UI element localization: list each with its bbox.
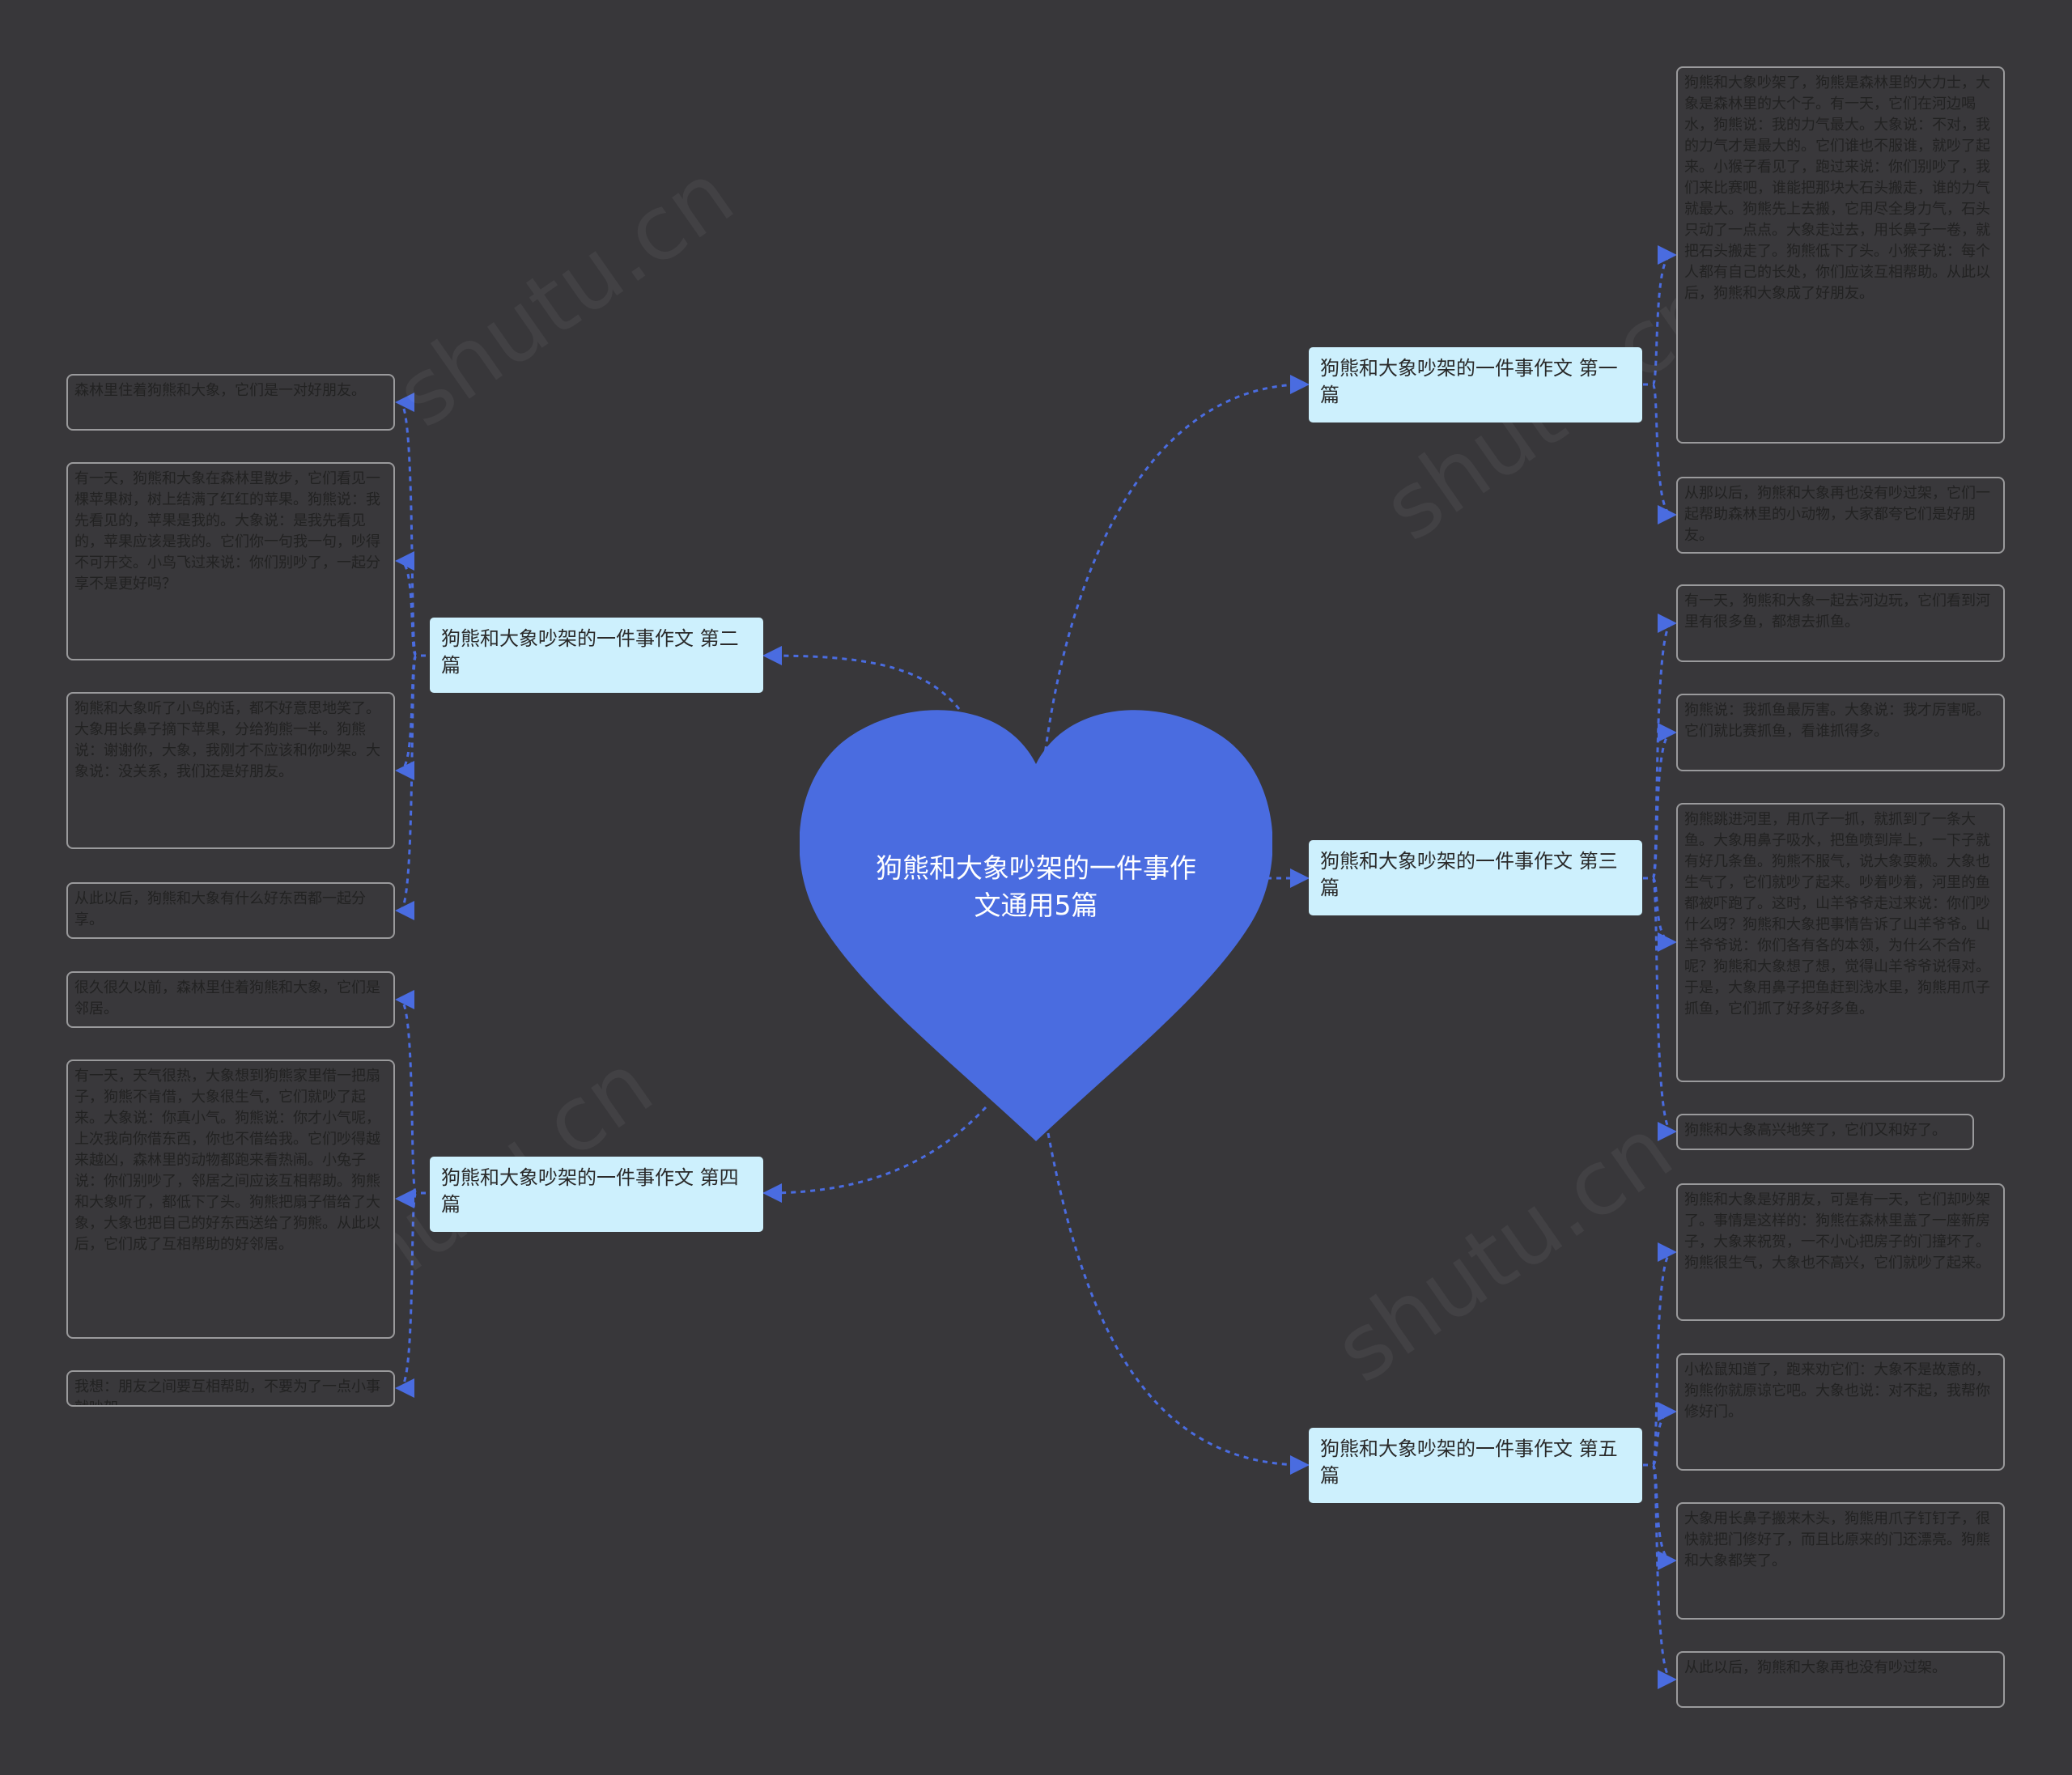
connector-branch-3-leaf-1 (1643, 1242, 1677, 1467)
connector-branch-2-leaf-4 (395, 654, 426, 920)
leaf-text: 狗熊和大象听了小鸟的话，都不好意思地笑了。大象用长鼻子摘下苹果，分给狗熊一半。狗… (74, 700, 380, 780)
leaf-text: 有一天，狗熊和大象一起去河边玩，它们看到河里有很多鱼，都想去抓鱼。 (1684, 592, 1990, 631)
center-topic-title: 狗熊和大象吵架的一件事作文通用5篇 (876, 852, 1196, 921)
leaf-node[interactable]: 狗熊和大象是好朋友，可是有一天，它们却吵架了。事情是这样的：狗熊在森林里盖了一座… (1676, 1183, 2005, 1321)
branch-label: 狗熊和大象吵架的一件事作文 第二篇 (441, 627, 739, 677)
leaf-text: 有一天，狗熊和大象在森林里散步，它们看见一棵苹果树，树上结满了红红的苹果。狗熊说… (74, 470, 380, 592)
leaf-text: 从此以后，狗熊和大象有什么好东西都一起分享。 (74, 890, 366, 928)
leaf-node[interactable]: 有一天，天气很热，大象想到狗熊家里借一把扇子，狗熊不肯借，大象很生气，它们就吵了… (66, 1059, 395, 1339)
leaf-node[interactable]: 我想：朋友之间要互相帮助，不要为了一点小事就吵架。 (66, 1370, 395, 1407)
connector-branch-3-leaf-4 (1643, 1463, 1677, 1689)
branch-label: 狗熊和大象吵架的一件事作文 第一篇 (1320, 357, 1618, 406)
leaf-text: 很久很久以前，森林里住着狗熊和大象，它们是邻居。 (74, 979, 380, 1017)
leaf-node[interactable]: 有一天，狗熊和大象在森林里散步，它们看见一棵苹果树，树上结满了红红的苹果。狗熊说… (66, 462, 395, 660)
branch-node-5[interactable]: 狗熊和大象吵架的一件事作文 第五篇 (1309, 1428, 1642, 1503)
leaf-node[interactable]: 狗熊跳进河里，用爪子一抓，就抓到了一条大鱼。大象用鼻子吸水，把鱼喷到岸上，一下子… (1676, 803, 2005, 1082)
leaf-node[interactable]: 狗熊和大象听了小鸟的话，都不好意思地笑了。大象用长鼻子摘下苹果，分给狗熊一半。狗… (66, 692, 395, 849)
leaf-node[interactable]: 狗熊和大象吵架了，狗熊是森林里的大力士，大象是森林里的大个子。有一天，它们在河边… (1676, 66, 2005, 444)
leaf-node[interactable]: 很久很久以前，森林里住着狗熊和大象，它们是邻居。 (66, 971, 395, 1028)
connector-branch-2-leaf-2 (395, 551, 426, 657)
connector-branch-2-leaf-4 (1643, 877, 1677, 1141)
leaf-text: 狗熊跳进河里，用爪子一抓，就抓到了一条大鱼。大象用鼻子吸水，把鱼喷到岸上，一下子… (1684, 811, 1990, 1017)
leaf-text: 狗熊和大象高兴地笑了，它们又和好了。 (1684, 1122, 1947, 1139)
leaf-node[interactable]: 有一天，狗熊和大象一起去河边玩，它们看到河里有很多鱼，都想去抓鱼。 (1676, 584, 2005, 662)
connector-branch-3-leaf-2 (1643, 1402, 1677, 1467)
branch-node-3[interactable]: 狗熊和大象吵架的一件事作文 第三篇 (1309, 840, 1642, 915)
connector-branch-1-leaf-2 (1643, 383, 1677, 524)
connector-branch-4-leaf-3 (395, 1191, 426, 1398)
branch-label: 狗熊和大象吵架的一件事作文 第四篇 (441, 1166, 739, 1216)
leaf-text: 狗熊说：我抓鱼最厉害。大象说：我才厉害呢。它们就比赛抓鱼，看谁抓得多。 (1684, 702, 1990, 740)
branch-node-1[interactable]: 狗熊和大象吵架的一件事作文 第一篇 (1309, 347, 1642, 423)
leaf-text: 从此以后，狗熊和大象再也没有吵过架。 (1684, 1659, 1947, 1676)
leaf-node[interactable]: 大象用长鼻子搬来木头，狗熊用爪子钉钉子，很快就把门修好了，而且比原来的门还漂亮。… (1676, 1502, 2005, 1620)
connector-branch-4-leaf-1 (395, 990, 426, 1195)
leaf-node[interactable]: 狗熊说：我抓鱼最厉害。大象说：我才厉害呢。它们就比赛抓鱼，看谁抓得多。 (1676, 694, 2005, 771)
leaf-text: 狗熊和大象是好朋友，可是有一天，它们却吵架了。事情是这样的：狗熊在森林里盖了一座… (1684, 1191, 1990, 1272)
leaf-node[interactable]: 从那以后，狗熊和大象再也没有吵过架，它们一起帮助森林里的小动物，大家都夸它们是好… (1676, 477, 2005, 554)
connector-center-branch-5 (1047, 1132, 1310, 1475)
connector-branch-2-leaf-2 (1643, 723, 1677, 880)
leaf-text: 狗熊和大象吵架了，狗熊是森林里的大力士，大象是森林里的大个子。有一天，它们在河边… (1684, 74, 1990, 302)
connector-branch-1-leaf-1 (1643, 245, 1677, 386)
branch-label: 狗熊和大象吵架的一件事作文 第五篇 (1320, 1437, 1618, 1487)
branch-label: 狗熊和大象吵架的一件事作文 第三篇 (1320, 850, 1618, 899)
connector-center-branch-1 (1042, 375, 1310, 762)
leaf-node[interactable]: 从此以后，狗熊和大象再也没有吵过架。 (1676, 1651, 2005, 1708)
leaf-text: 小松鼠知道了，跑来劝它们：大象不是故意的，狗熊你就原谅它吧。大象也说：对不起，我… (1684, 1361, 1990, 1420)
connector-branch-2-leaf-1 (395, 393, 426, 657)
leaf-node[interactable]: 狗熊和大象高兴地笑了，它们又和好了。 (1676, 1114, 1974, 1150)
connector-branch-2-leaf-3 (1643, 877, 1677, 952)
leaf-node[interactable]: 从此以后，狗熊和大象有什么好东西都一起分享。 (66, 882, 395, 939)
leaf-node[interactable]: 森林里住着狗熊和大象，它们是一对好朋友。 (66, 374, 395, 431)
leaf-text: 森林里住着狗熊和大象，它们是一对好朋友。 (74, 382, 366, 399)
branch-node-4[interactable]: 狗熊和大象吵架的一件事作文 第四篇 (430, 1157, 763, 1232)
branch-node-2[interactable]: 狗熊和大象吵架的一件事作文 第二篇 (430, 618, 763, 693)
leaf-text: 大象用长鼻子搬来木头，狗熊用爪子钉钉子，很快就把门修好了，而且比原来的门还漂亮。… (1684, 1510, 1990, 1569)
connector-branch-2-leaf-1 (1643, 614, 1677, 880)
leaf-text: 从那以后，狗熊和大象再也没有吵过架，它们一起帮助森林里的小动物，大家都夸它们是好… (1684, 485, 1990, 544)
leaf-text: 我想：朋友之间要互相帮助，不要为了一点小事就吵架。 (74, 1378, 380, 1405)
connector-center-branch-2 (762, 646, 961, 710)
connector-center-branch-4 (762, 1106, 987, 1203)
center-heart-node[interactable] (800, 706, 1272, 1143)
leaf-text: 有一天，天气很热，大象想到狗熊家里借一把扇子，狗熊不肯借，大象很生气，它们就吵了… (74, 1068, 380, 1253)
leaf-node[interactable]: 小松鼠知道了，跑来劝它们：大象不是故意的，狗熊你就原谅它吧。大象也说：对不起，我… (1676, 1353, 2005, 1471)
